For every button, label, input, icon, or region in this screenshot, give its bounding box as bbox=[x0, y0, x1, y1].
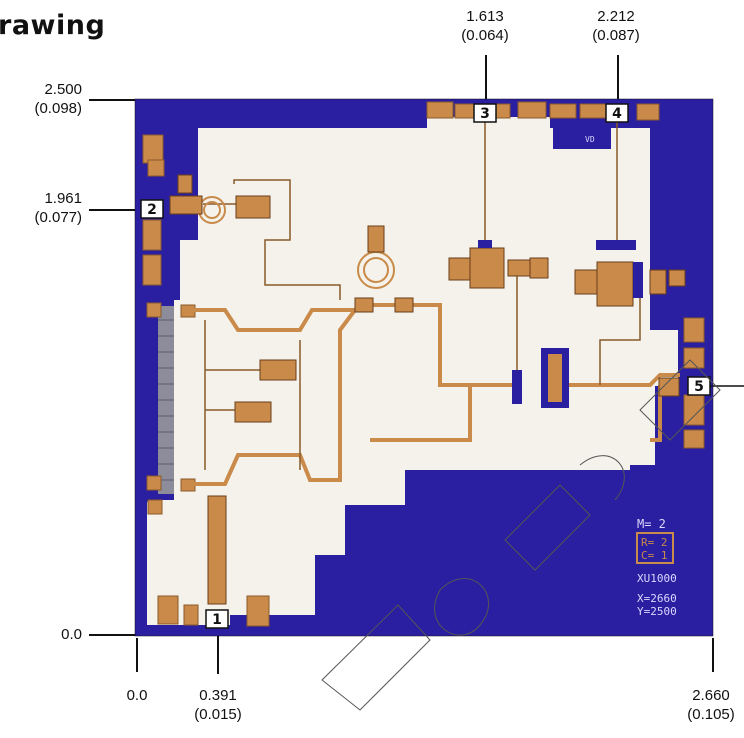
vd-notch bbox=[553, 128, 611, 149]
dim-bottom-left: 0.0 bbox=[126, 687, 148, 704]
leader-line-pad3 bbox=[485, 55, 487, 103]
die-mark-r: R= 2 bbox=[641, 536, 668, 549]
pad-2-label: 2 bbox=[147, 202, 157, 218]
dim-bottom-pad1: 0.391(0.015) bbox=[194, 687, 242, 723]
page-title: rawing bbox=[0, 10, 106, 41]
die-mark-part: XU1000 bbox=[637, 572, 677, 585]
pad-4-label: 4 bbox=[612, 106, 622, 122]
dim-left-top: 2.500(0.098) bbox=[34, 81, 82, 117]
dim-top-pad4: 2.212(0.087) bbox=[592, 8, 640, 44]
leader-line-left-edge bbox=[136, 638, 138, 672]
ground-plane bbox=[147, 117, 690, 625]
leader-line-right-edge bbox=[712, 638, 714, 672]
leader-line-pad4 bbox=[617, 55, 619, 103]
dim-top-pad3: 1.613(0.064) bbox=[461, 8, 509, 44]
die-mark-vd: VD bbox=[585, 135, 595, 144]
leader-line-top-edge bbox=[89, 99, 135, 101]
pad-5-label: 5 bbox=[694, 379, 704, 395]
pad-1-marker bbox=[205, 609, 229, 629]
dim-left-bottom: 0.0 bbox=[61, 626, 82, 643]
leader-line-pad1 bbox=[217, 628, 219, 674]
dim-bottom-right: 2.660(0.105) bbox=[687, 687, 735, 723]
pad-4-marker bbox=[605, 103, 629, 123]
pad-3-label: 3 bbox=[480, 106, 490, 122]
leader-line-pad2 bbox=[89, 209, 141, 211]
die-mark-y: Y=2500 bbox=[637, 605, 677, 618]
dim-left-pad2: 1.961(0.077) bbox=[34, 190, 82, 226]
pad-1-label: 1 bbox=[212, 612, 222, 628]
die-mark-x: X=2660 bbox=[637, 592, 677, 605]
pad-3-marker bbox=[473, 103, 497, 123]
die-mark-m: M= 2 bbox=[637, 517, 666, 531]
die-mark-c: C= 1 bbox=[641, 549, 668, 562]
pad-2-marker bbox=[140, 199, 164, 219]
leader-line-bottom-edge bbox=[89, 634, 135, 636]
